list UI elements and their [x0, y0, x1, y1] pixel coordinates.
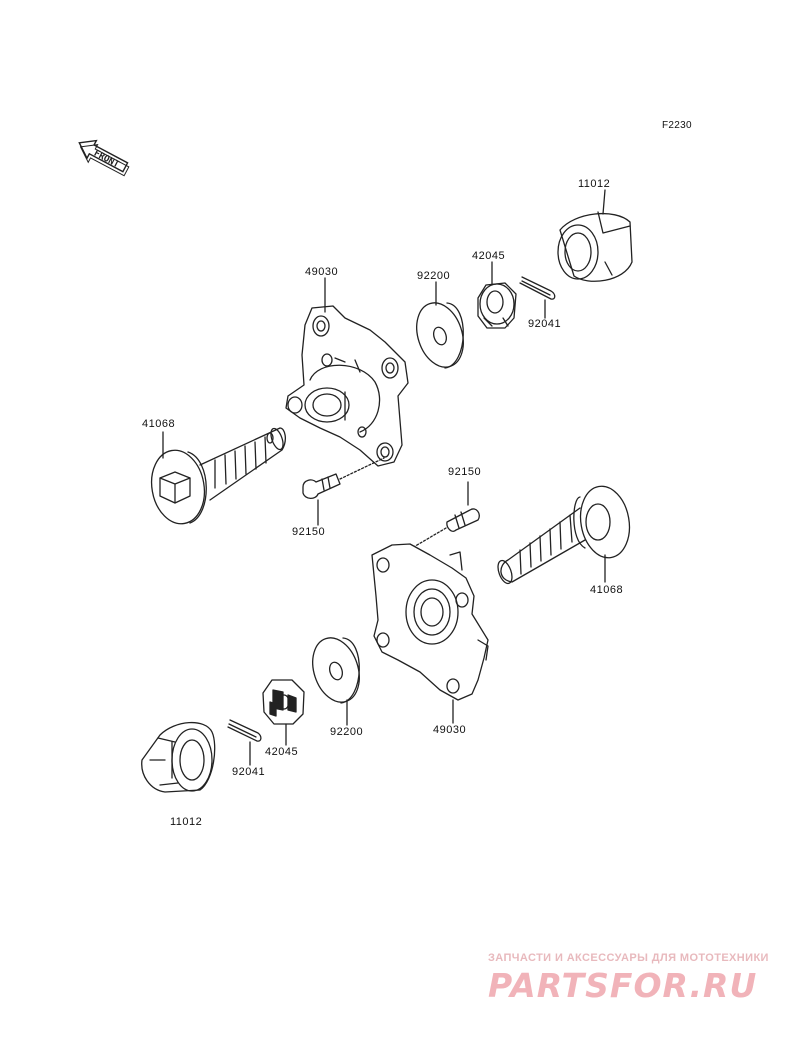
part-label-axle-right[interactable]: 41068: [590, 584, 624, 596]
part-label-bolt-left[interactable]: 92150: [292, 526, 326, 538]
part-label-bolt-right[interactable]: 92150: [448, 466, 482, 478]
pin-bottom-part: [227, 719, 262, 742]
part-label-pin-top[interactable]: 92041: [528, 318, 562, 330]
pin-top-part: [519, 276, 556, 300]
part-label-cap-bottom[interactable]: 11012: [170, 816, 203, 828]
part-label-hub-bottom[interactable]: 49030: [433, 724, 467, 736]
part-label-pin-bottom[interactable]: 92041: [232, 766, 266, 778]
watermark-brand: PARTSFOR.RU: [488, 966, 758, 1005]
hub-top-part: [285, 305, 409, 467]
part-label-nut-top[interactable]: 42045: [472, 250, 506, 262]
axle-right-part: [497, 485, 631, 585]
nut-top-part: [477, 282, 517, 329]
axle-left-part: [150, 427, 286, 525]
cap-bottom-part: [141, 721, 216, 793]
nut-bottom-part: [262, 679, 305, 725]
leader-bolt-right-link: [411, 527, 447, 549]
part-label-nut-bottom[interactable]: 42045: [265, 746, 299, 758]
bolt-right-part: [446, 508, 480, 532]
diagram-code: F2230: [662, 120, 692, 131]
front-arrow-icon: FRONT: [78, 139, 130, 177]
leader-bolt-left-link: [339, 457, 385, 480]
part-label-washer-bottom[interactable]: 92200: [330, 726, 364, 738]
leader-cap-top: [602, 189, 606, 215]
watermark-subtitle: ЗАПЧАСТИ И АКСЕССУАРЫ ДЛЯ МОТОТЕХНИКИ: [488, 952, 769, 964]
hub-bottom-part: [371, 543, 489, 701]
cap-top-part: [557, 211, 633, 282]
part-label-axle-left[interactable]: 41068: [142, 418, 176, 430]
part-label-cap-top[interactable]: 11012: [578, 178, 611, 190]
part-label-hub-top[interactable]: 49030: [305, 266, 339, 278]
washer-bottom-part: [312, 637, 360, 704]
part-label-washer-top[interactable]: 92200: [417, 270, 451, 282]
washer-top-part: [416, 302, 464, 369]
bolt-left-part: [302, 473, 341, 500]
